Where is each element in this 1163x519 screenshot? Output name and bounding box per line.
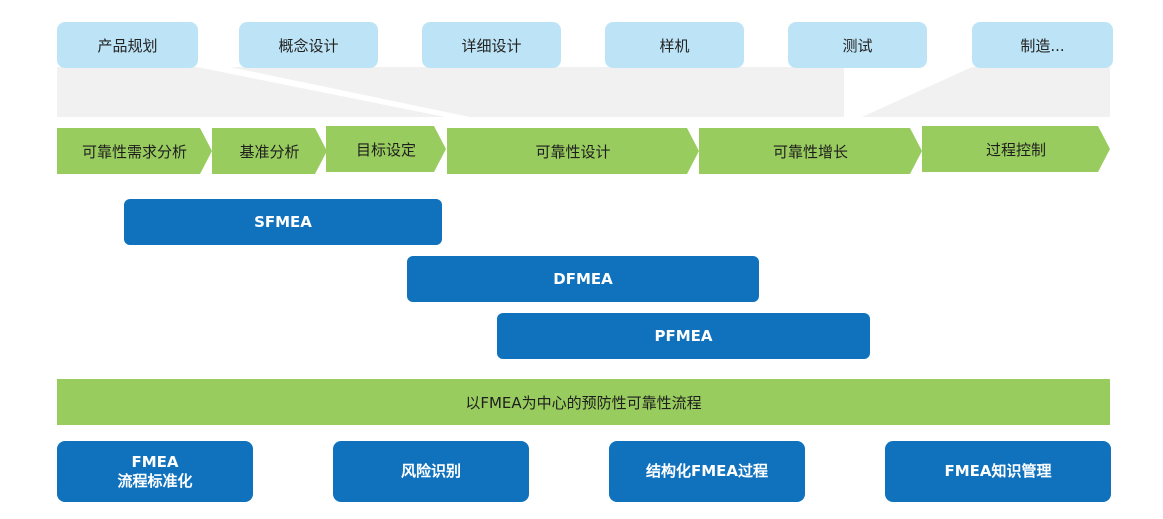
phase-testing: 测试 xyxy=(788,22,927,68)
pillar-label-line1: FMEA xyxy=(131,452,179,471)
pillar-label: FMEA知识管理 xyxy=(944,462,1052,480)
activity-reliability-design: 可靠性设计 xyxy=(447,128,699,174)
activity-label: 基准分析 xyxy=(239,142,300,161)
phase-detailed-design: 详细设计 xyxy=(422,22,561,68)
mapping-region-left xyxy=(57,67,445,117)
phase-label: 概念设计 xyxy=(278,36,339,55)
chevron-shape xyxy=(699,128,922,174)
phase-concept-design: 概念设计 xyxy=(239,22,378,68)
activity-label: 可靠性增长 xyxy=(772,142,848,161)
chevron-shape xyxy=(212,128,327,174)
phase-manufacturing: 制造... xyxy=(972,22,1113,68)
activity-label: 可靠性需求分析 xyxy=(81,142,187,161)
phase-label: 制造... xyxy=(1020,36,1065,55)
activity-label: 过程控制 xyxy=(985,140,1046,159)
pfmea-bar: PFMEA xyxy=(497,313,870,359)
chevron-shape xyxy=(57,128,212,174)
pillar-structured-fmea: 结构化FMEA过程 xyxy=(609,441,805,502)
sfmea-bar: SFMEA xyxy=(124,199,442,245)
activity-reliability-growth: 可靠性增长 xyxy=(699,128,922,174)
banner-label: 以FMEA为中心的预防性可靠性流程 xyxy=(465,393,702,412)
pillar-risk-identification: 风险识别 xyxy=(333,441,529,502)
pillar-knowledge-management: FMEA知识管理 xyxy=(885,441,1111,502)
fmea-label: PFMEA xyxy=(654,327,713,345)
pillar-label: 风险识别 xyxy=(400,462,461,480)
mapping-region-right xyxy=(862,67,1110,117)
phase-label: 详细设计 xyxy=(461,36,522,55)
phase-label: 样机 xyxy=(659,36,690,55)
activity-process-control: 过程控制 xyxy=(922,126,1110,172)
fmea-centric-process-banner: 以FMEA为中心的预防性可靠性流程 xyxy=(57,379,1110,425)
dfmea-bar: DFMEA xyxy=(407,256,759,302)
activity-requirements-analysis: 可靠性需求分析 xyxy=(57,128,212,174)
activity-label: 目标设定 xyxy=(355,140,416,159)
pillar-label: 结构化FMEA过程 xyxy=(645,462,769,480)
fmea-label: SFMEA xyxy=(254,213,312,231)
chevron-shape xyxy=(326,126,446,172)
phase-label: 测试 xyxy=(842,36,873,55)
pillar-process-standardization: FMEA 流程标准化 xyxy=(57,441,253,502)
phase-product-planning: 产品规划 xyxy=(57,22,198,68)
fmea-label: DFMEA xyxy=(553,270,613,288)
phase-label: 产品规划 xyxy=(97,36,158,55)
activity-benchmark-analysis: 基准分析 xyxy=(212,128,327,174)
activity-target-setting: 目标设定 xyxy=(326,126,446,172)
chevron-shape xyxy=(447,128,699,174)
phase-prototype: 样机 xyxy=(605,22,744,68)
pillar-label-line2: 流程标准化 xyxy=(117,471,193,490)
activity-label: 可靠性设计 xyxy=(535,142,611,161)
chevron-shape xyxy=(922,126,1110,172)
mapping-region-middle xyxy=(230,67,844,117)
